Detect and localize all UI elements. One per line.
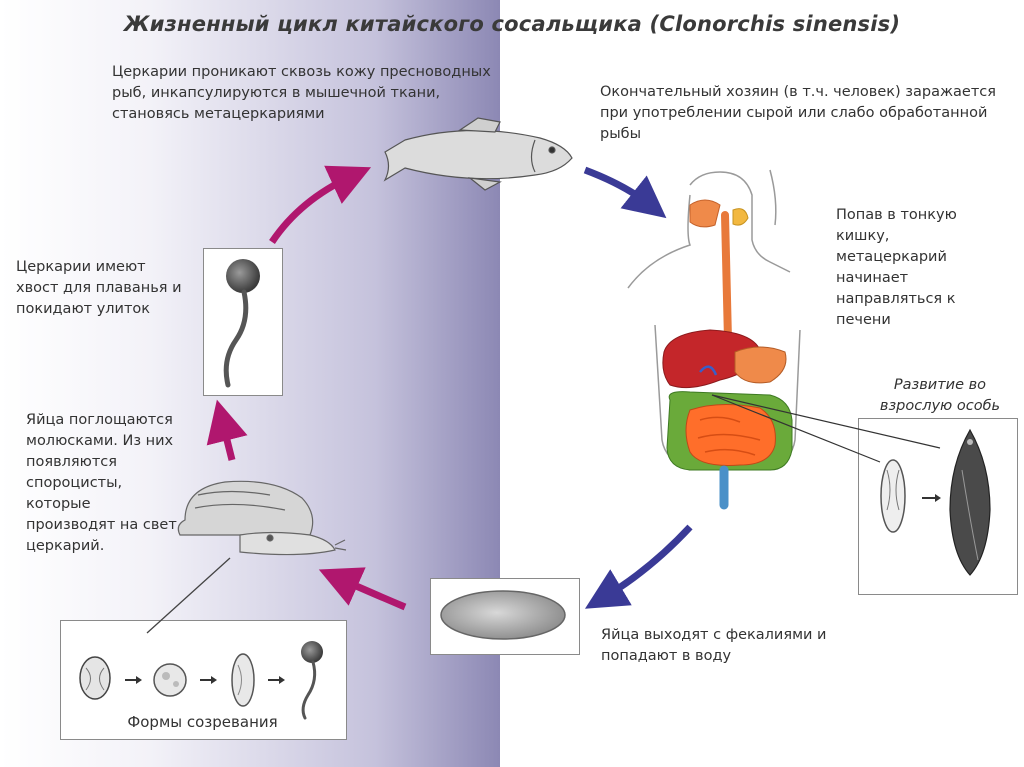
text-eggs-snails: Яйца поглощаются молюсками. Из них появл…: [26, 412, 177, 554]
fish-illustration: [383, 117, 573, 191]
text-final-host: Окончательный хозяин (в т.ч. человек) за…: [600, 84, 996, 142]
maturation-forms-caption: Формы созревания: [127, 713, 278, 731]
text-cercariae-fish: Церкарии проникают сквозь кожу пресновод…: [112, 64, 491, 122]
snail-pointer-line: [146, 557, 231, 634]
juvenile-fluke-illustration: [880, 459, 906, 533]
maturation-form-egg: [79, 656, 111, 700]
text-eggs-feces: Яйца выходят с фекалиями и попадают в во…: [601, 627, 827, 664]
digestive-organs-illustration: [662, 199, 793, 510]
development-arrow: [922, 494, 941, 502]
maturation-form-sporocyst: [231, 653, 255, 707]
maturation-form-cercaria: [301, 641, 323, 720]
cycle-arrow-cercaria-to-fish: [269, 165, 372, 244]
snail-illustration: [177, 480, 347, 556]
pointer-line-adult: [711, 394, 941, 449]
pointer-line-juvenile: [711, 394, 881, 463]
text-adult-development: Развитие во взрослую особь: [879, 377, 1001, 414]
egg-illustration: [440, 590, 566, 640]
text-small-intestine: Попав в тонкую кишку, метацеркарий начин…: [836, 207, 957, 328]
cercaria-illustration: [223, 259, 260, 388]
maturation-arrow-3: [268, 676, 285, 684]
cycle-arrow-fish-to-host: [583, 166, 667, 219]
adult-fluke-illustration: [949, 428, 991, 576]
maturation-arrow-2: [200, 676, 217, 684]
cycle-arrow-egg-to-snail: [318, 567, 407, 611]
maturation-form-miracidium: [153, 663, 187, 697]
text-cercariae-tail: Церкарии имеют хвост для плаванья и поки…: [16, 259, 182, 317]
diagram-title: Жизненный цикл китайского сосальщика (Cl…: [123, 12, 901, 36]
cycle-arrow-snail-to-cercaria: [206, 399, 248, 461]
maturation-arrow-1: [125, 676, 142, 684]
cycle-arrow-host-to-egg: [584, 524, 693, 609]
